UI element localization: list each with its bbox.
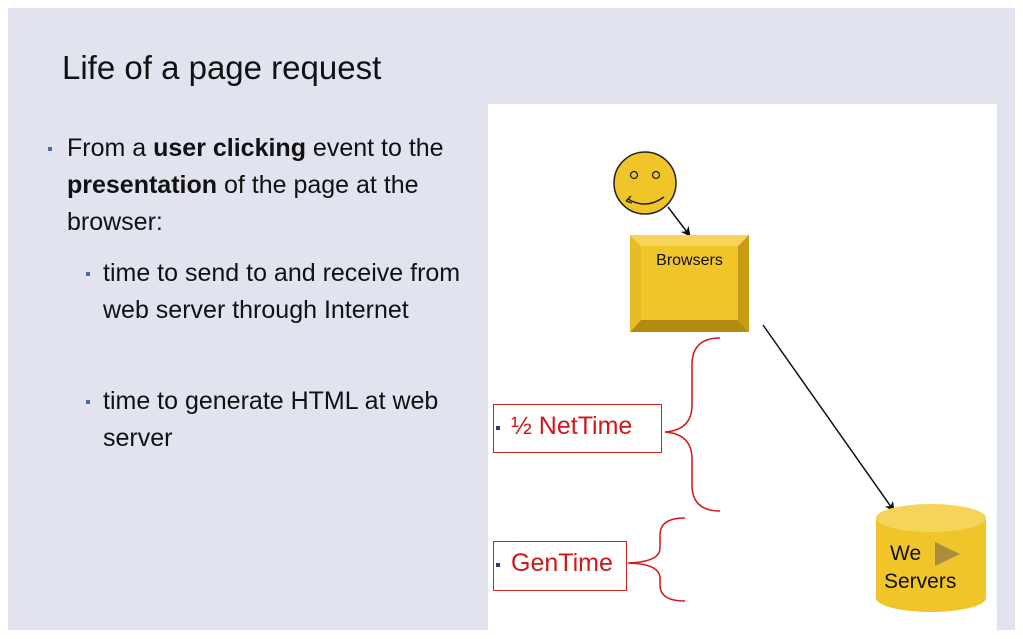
bullet-marker <box>48 147 52 151</box>
arrow-browsers-to-servers <box>762 324 895 512</box>
browsers-label: Browsers <box>656 252 723 269</box>
slide-title: Life of a page request <box>62 49 382 86</box>
browsers-box <box>630 235 749 332</box>
nettime-label: ½ NetTime <box>511 412 633 440</box>
gentime-brace <box>627 517 686 602</box>
callout-marker <box>496 426 500 430</box>
user-smiley-icon <box>613 151 677 215</box>
bullet-text-part: From a <box>67 134 154 162</box>
main-bullet: From a user clicking event to the presen… <box>48 130 488 241</box>
web-servers-cylinder-icon <box>876 504 986 612</box>
sub-bullet-text: time to generate HTML at web server <box>103 387 439 452</box>
bullet-text-part: event to the <box>305 134 444 162</box>
servers-label-line1: We <box>890 542 922 565</box>
bullet-text-part: of the page at the browser: <box>67 171 419 236</box>
play-triangle-icon <box>935 542 960 566</box>
main-bullet-text: From a user clicking event to the presen… <box>67 130 488 241</box>
gentime-label: GenTime <box>511 549 613 577</box>
nettime-callout: ½ NetTime <box>493 404 662 453</box>
gentime-callout: GenTime <box>493 541 627 591</box>
nettime-brace <box>664 337 721 512</box>
sub-bullet-generation-time: time to generate HTML at web server <box>86 383 486 457</box>
bullet-marker <box>86 272 90 276</box>
sub-bullet-text: time to send to and receive from web ser… <box>103 259 461 324</box>
servers-label-line2: Servers <box>884 570 957 593</box>
callout-marker <box>496 563 500 567</box>
sub-bullet-network-time: time to send to and receive from web ser… <box>86 255 486 329</box>
arrow-user-to-browsers <box>667 206 691 237</box>
bullet-bold-presentation: presentation <box>67 171 218 199</box>
bullet-marker <box>86 400 90 404</box>
bullet-bold-user-clicking: user clicking <box>153 134 306 162</box>
